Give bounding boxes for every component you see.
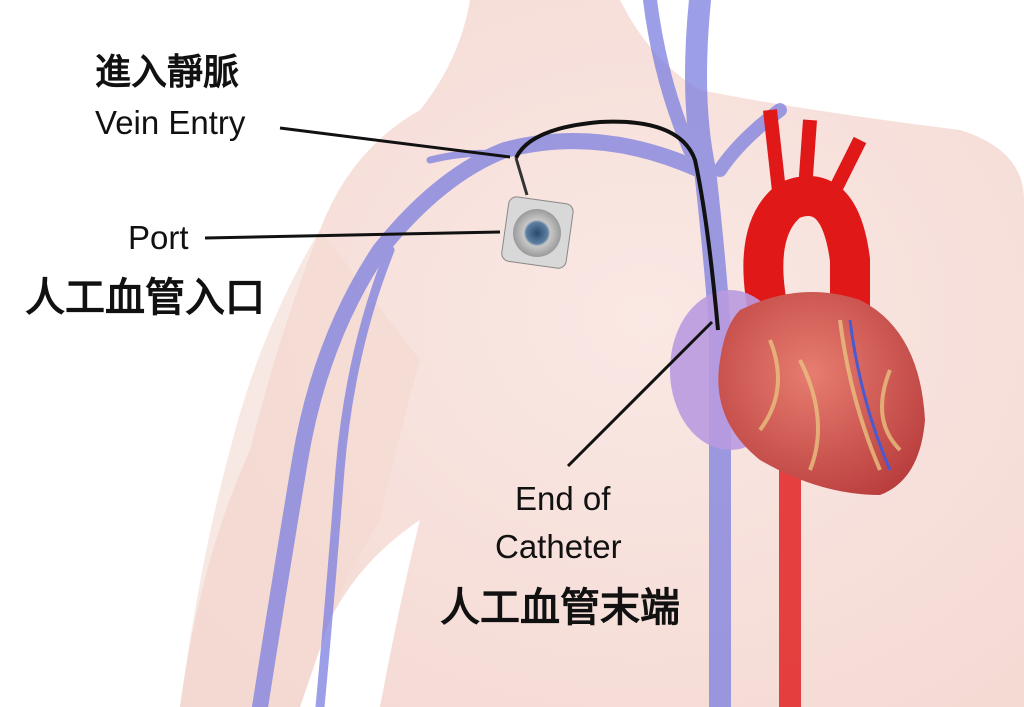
- coronary-vessels: [758, 319, 902, 471]
- aortic-branches: [763, 109, 867, 204]
- catheter-end-label-line1: End of: [515, 480, 611, 517]
- port-label: Port: [128, 219, 189, 256]
- port-device: [501, 196, 574, 269]
- catheter-end-label-line2: Catheter: [495, 528, 622, 565]
- vein-entry-label-zh: 進入靜脈: [95, 52, 240, 93]
- port-tube: [514, 157, 529, 196]
- leader-lines: [204, 126, 714, 468]
- aorta: [743, 176, 870, 350]
- catheter: [514, 119, 720, 331]
- port-label-zh: 人工血管入口: [25, 275, 265, 321]
- vein-entry-label: Vein Entry: [95, 104, 246, 141]
- catheter-end-label-zh: 人工血管末端: [440, 585, 680, 631]
- coronary-vein: [848, 319, 892, 471]
